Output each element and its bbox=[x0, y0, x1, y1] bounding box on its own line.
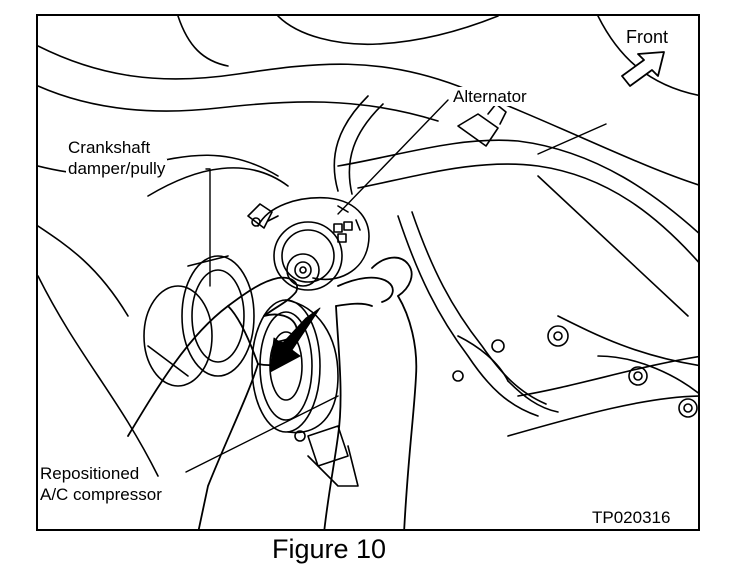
downward-arrow-icon bbox=[269, 307, 321, 373]
crankshaft-label-line2: damper/pully bbox=[66, 159, 168, 178]
figure-code: TP020316 bbox=[590, 508, 673, 527]
crankshaft-label-line1: Crankshaft bbox=[66, 138, 153, 157]
front-label: Front bbox=[626, 27, 669, 47]
front-arrow-icon bbox=[621, 51, 665, 87]
body-panels bbox=[38, 16, 698, 477]
figure-frame: Front Alternator Crankshaft damper/pully… bbox=[36, 14, 700, 531]
figure-caption: Figure 10 bbox=[272, 534, 387, 564]
crankshaft-pulley bbox=[273, 221, 343, 291]
hands bbox=[127, 256, 418, 529]
left-pulley bbox=[143, 255, 255, 387]
leader-lines bbox=[185, 99, 607, 473]
ac-compressor-label-line2: A/C compressor bbox=[38, 485, 164, 504]
alternator-body bbox=[247, 196, 370, 281]
hoses bbox=[333, 95, 559, 417]
frame-bracket bbox=[337, 103, 698, 437]
alternator-label: Alternator bbox=[451, 87, 529, 106]
engine-bay-illustration bbox=[38, 16, 698, 529]
ac-compressor-label-line1: Repositioned bbox=[38, 464, 142, 483]
